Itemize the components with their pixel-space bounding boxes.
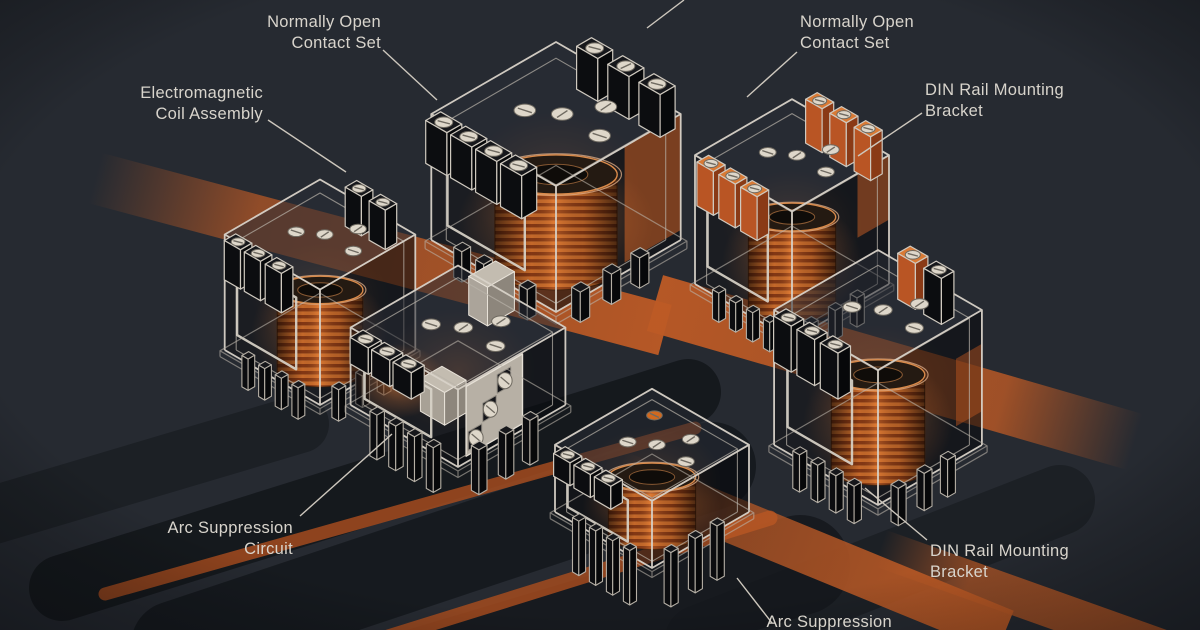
leader-line-coil-assembly — [267, 119, 347, 173]
leader-line-din-rail-top — [857, 112, 923, 157]
leader-line-cropped-top — [646, 0, 685, 29]
leader-line-arc-suppression-left — [299, 433, 393, 517]
leader-line-contact-set-top-left — [382, 49, 438, 101]
leader-line-din-rail-bottom — [864, 487, 928, 541]
leader-line-arc-suppression-bottom — [736, 577, 773, 624]
leader-lines — [267, 0, 928, 624]
leader-line-contact-set-top-right — [746, 51, 798, 98]
